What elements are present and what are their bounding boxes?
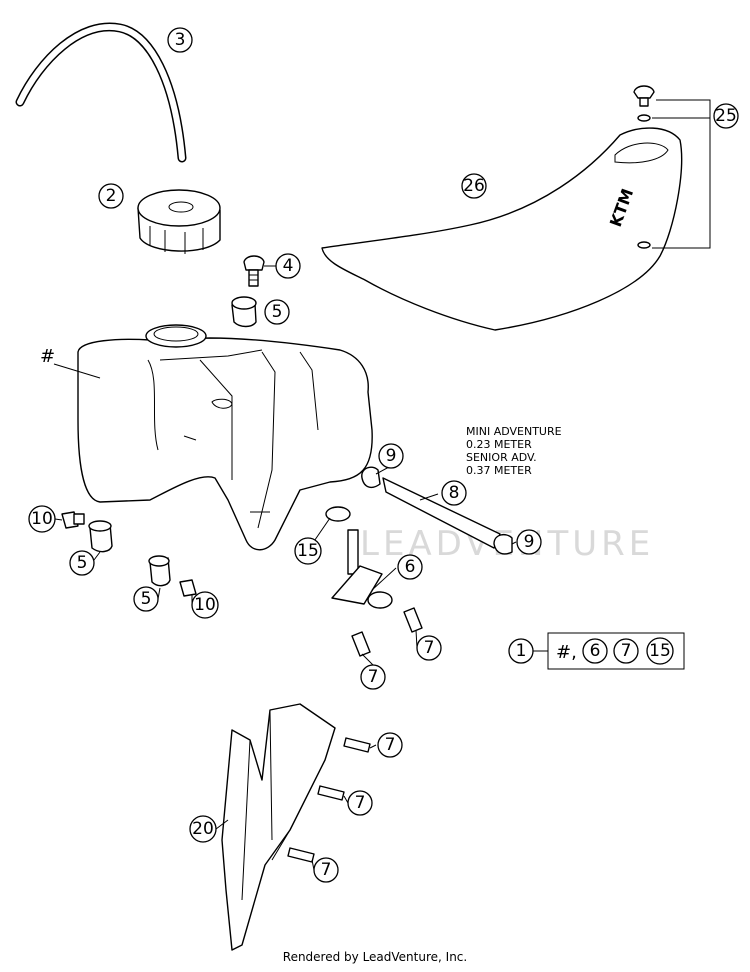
svg-text:20: 20: [192, 819, 214, 839]
hose-clamp-lower[interactable]: [493, 533, 513, 555]
svg-text:7: 7: [385, 735, 396, 755]
svg-text:5: 5: [77, 553, 88, 573]
callout-6[interactable]: 6: [397, 554, 423, 580]
hose-note-line3: SENIOR ADV.: [466, 451, 537, 464]
svg-text:9: 9: [386, 446, 397, 466]
fuel-tank[interactable]: [77, 324, 373, 551]
callout-10-left[interactable]: 10: [28, 505, 56, 533]
seat-screw[interactable]: [633, 85, 655, 249]
callout-8[interactable]: 8: [441, 480, 467, 506]
tank-screw-middle[interactable]: [179, 579, 197, 597]
cover-screw-3[interactable]: [287, 847, 315, 863]
svg-text:26: 26: [463, 176, 485, 196]
rubber-bushing-upper[interactable]: [231, 296, 257, 328]
hose-clamp-upper[interactable]: [361, 466, 381, 489]
tap-screw-left[interactable]: [351, 631, 371, 657]
callout-7-tap-right[interactable]: 7: [416, 635, 442, 661]
footer-credit: Rendered by LeadVenture, Inc.: [282, 950, 468, 964]
callout-20[interactable]: 20: [189, 815, 217, 843]
callout-7-cover-3[interactable]: 7: [313, 857, 339, 883]
kit-reference-box: 1 #, 6 7 15: [508, 632, 685, 670]
tank-screw-left[interactable]: [61, 511, 85, 529]
hose-note-line4: 0.37 METER: [466, 464, 532, 477]
tank-bolt[interactable]: [243, 255, 265, 287]
cover-screw-1[interactable]: [343, 737, 371, 753]
callout-7-cover-2[interactable]: 7: [347, 790, 373, 816]
callout-5-left[interactable]: 5: [69, 550, 95, 576]
callout-7-tap-left[interactable]: 7: [360, 664, 386, 690]
svg-text:7: 7: [424, 638, 435, 658]
callout-7-cover-1[interactable]: 7: [377, 732, 403, 758]
vent-hose[interactable]: [15, 22, 187, 163]
svg-text:5: 5: [141, 589, 152, 609]
svg-text:2: 2: [106, 186, 117, 206]
fuel-hose[interactable]: [382, 477, 501, 549]
callout-10-middle[interactable]: 10: [191, 591, 219, 619]
fuel-tap[interactable]: [331, 529, 393, 609]
hose-note-line1: MINI ADVENTURE: [466, 425, 562, 438]
callout-4[interactable]: 4: [275, 253, 301, 279]
svg-text:7: 7: [368, 667, 379, 687]
tank-spoiler[interactable]: [221, 703, 336, 951]
svg-text:15: 15: [297, 541, 319, 561]
kit-item-1: 6: [590, 641, 601, 661]
callout-15[interactable]: 15: [294, 537, 322, 565]
svg-text:8: 8: [449, 483, 460, 503]
svg-text:7: 7: [355, 793, 366, 813]
svg-text:6: 6: [405, 557, 416, 577]
svg-text:25: 25: [715, 106, 737, 126]
svg-text:9: 9: [524, 532, 535, 552]
callout-9-lower[interactable]: 9: [516, 529, 542, 555]
tap-screw-right[interactable]: [403, 607, 423, 633]
hose-length-note: MINI ADVENTURE 0.23 METER SENIOR ADV. 0.…: [466, 425, 562, 477]
kit-item-3: 15: [649, 641, 671, 661]
cover-screw-2[interactable]: [317, 785, 345, 801]
rubber-bushing-middle[interactable]: [148, 555, 171, 587]
tank-label: #: [40, 346, 55, 367]
callout-9-upper[interactable]: 9: [378, 443, 404, 469]
svg-text:7: 7: [321, 860, 332, 880]
kit-number: 1: [516, 641, 527, 661]
svg-text:3: 3: [175, 30, 186, 50]
callout-5-upper[interactable]: 5: [264, 299, 290, 325]
callout-2[interactable]: 2: [98, 183, 124, 209]
svg-text:5: 5: [272, 302, 283, 322]
callout-3[interactable]: 3: [167, 27, 193, 53]
svg-text:10: 10: [31, 509, 53, 529]
svg-text:10: 10: [194, 595, 216, 615]
rubber-bushing-left[interactable]: [88, 520, 113, 553]
hose-note-line2: 0.23 METER: [466, 438, 532, 451]
kit-item-2: 7: [621, 641, 632, 661]
o-ring[interactable]: [325, 506, 351, 522]
callout-5-middle[interactable]: 5: [133, 586, 159, 612]
fuel-cap[interactable]: [137, 189, 221, 254]
callout-25[interactable]: 25: [713, 103, 739, 129]
kit-prefix: #,: [556, 642, 577, 663]
callout-26[interactable]: 26: [461, 173, 487, 199]
seat[interactable]: KTM: [321, 127, 683, 331]
svg-text:4: 4: [283, 256, 294, 276]
